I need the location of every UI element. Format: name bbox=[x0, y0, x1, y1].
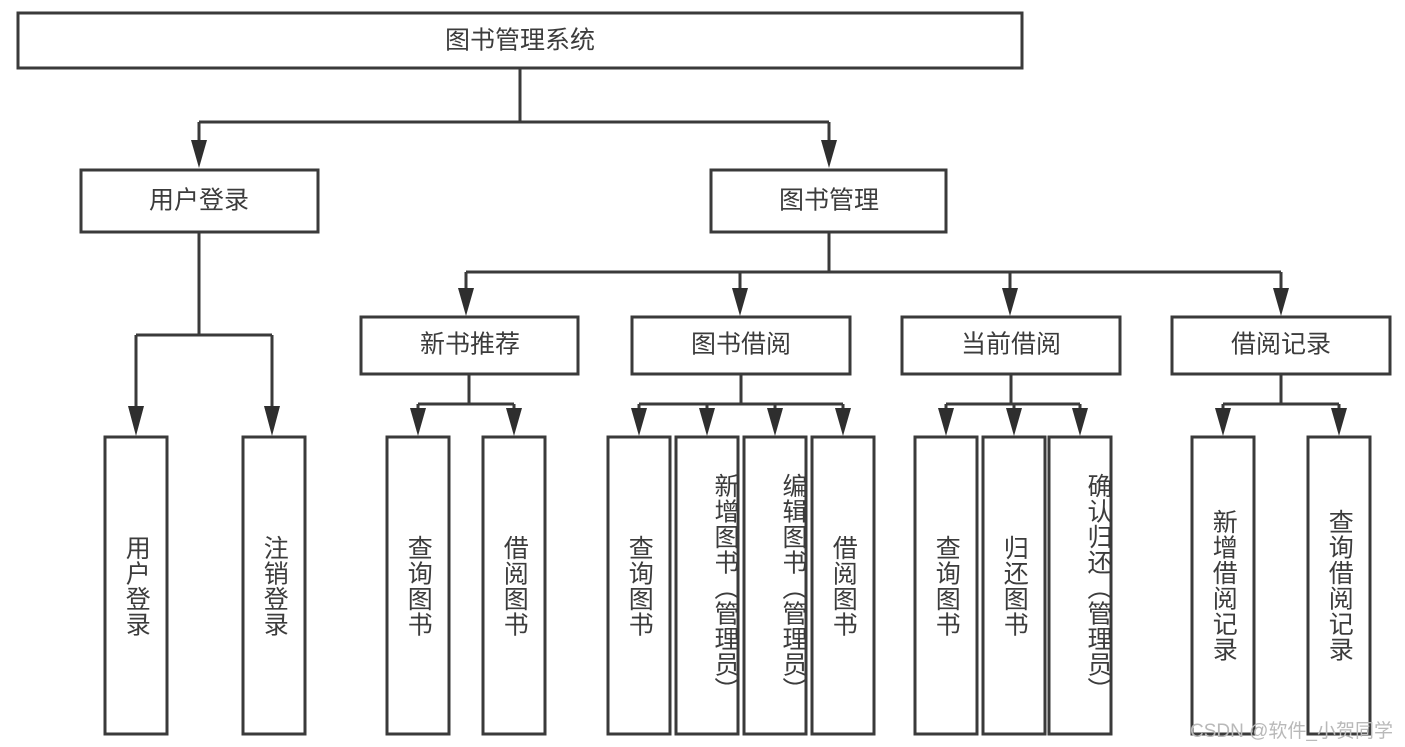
node-box-leaf-query-book-borrow[interactable] bbox=[606, 435, 672, 736]
arrow-head-leaf-user-login bbox=[128, 406, 144, 436]
connector-group-borrow-record bbox=[1215, 374, 1347, 436]
connector-group-current-borrow bbox=[938, 374, 1088, 436]
node-box-root[interactable] bbox=[16, 11, 1024, 70]
connector-group-new-book-recommend bbox=[410, 374, 522, 436]
arrow-head-borrow-record bbox=[1273, 288, 1289, 316]
node-box-borrow-record[interactable] bbox=[1170, 315, 1392, 376]
node-box-user-login[interactable] bbox=[79, 168, 320, 234]
connector-group-book-manage bbox=[458, 232, 1289, 316]
arrow-head-leaf-add-book-admin bbox=[699, 408, 715, 436]
arrow-head-leaf-user-logout bbox=[264, 406, 280, 436]
arrow-head-new-book-recommend bbox=[458, 288, 474, 316]
arrow-head-leaf-borrow-book bbox=[835, 408, 851, 436]
arrow-head-book-manage bbox=[821, 140, 837, 168]
node-box-leaf-query-book-rec[interactable] bbox=[385, 435, 451, 736]
node-label-root: 图书管理系统 bbox=[445, 27, 595, 55]
arrow-head-leaf-query-book-current bbox=[938, 408, 954, 436]
arrow-head-leaf-edit-book-admin bbox=[767, 408, 783, 436]
arrow-head-leaf-add-borrow-record bbox=[1215, 408, 1231, 436]
node-box-book-borrow[interactable] bbox=[630, 315, 852, 376]
node-box-book-manage[interactable] bbox=[709, 168, 948, 234]
node-box-leaf-user-login[interactable] bbox=[103, 435, 169, 736]
arrow-head-book-borrow bbox=[732, 288, 748, 316]
node-box-new-book-recommend[interactable] bbox=[359, 315, 580, 376]
node-box-current-borrow[interactable] bbox=[900, 315, 1122, 376]
node-label-book-borrow: 图书借阅 bbox=[691, 331, 791, 359]
node-box-leaf-query-book-current[interactable] bbox=[913, 435, 979, 736]
node-label-borrow-record: 借阅记录 bbox=[1231, 331, 1331, 359]
arrow-head-current-borrow bbox=[1002, 288, 1018, 316]
node-label-new-book-recommend: 新书推荐 bbox=[420, 331, 520, 359]
node-box-leaf-confirm-return-admin[interactable] bbox=[1047, 435, 1113, 736]
node-box-leaf-add-book-admin[interactable] bbox=[674, 435, 740, 736]
arrow-head-leaf-query-borrow-record bbox=[1331, 408, 1347, 436]
node-label-book-manage: 图书管理 bbox=[779, 187, 879, 215]
node-box-leaf-query-borrow-record[interactable] bbox=[1306, 435, 1372, 736]
node-box-leaf-return-book[interactable] bbox=[981, 435, 1047, 736]
connector-group-user-login bbox=[128, 232, 280, 436]
node-box-leaf-user-logout[interactable] bbox=[241, 435, 307, 736]
node-box-leaf-borrow-book-rec[interactable] bbox=[481, 435, 547, 736]
arrow-head-leaf-query-book-rec bbox=[410, 408, 426, 436]
node-label-user-login: 用户登录 bbox=[149, 187, 249, 215]
connector-group-root bbox=[191, 68, 837, 168]
arrow-head-leaf-return-book bbox=[1006, 408, 1022, 436]
arrow-head-user-login bbox=[191, 140, 207, 168]
node-box-leaf-edit-book-admin[interactable] bbox=[742, 435, 808, 736]
node-box-leaf-borrow-book[interactable] bbox=[810, 435, 876, 736]
arrow-head-leaf-borrow-book-rec bbox=[506, 408, 522, 436]
arrow-head-leaf-query-book-borrow bbox=[631, 408, 647, 436]
arrow-head-leaf-confirm-return-admin bbox=[1072, 408, 1088, 436]
node-box-leaf-add-borrow-record[interactable] bbox=[1190, 435, 1256, 736]
connector-group-book-borrow bbox=[631, 374, 851, 436]
node-label-current-borrow: 当前借阅 bbox=[961, 331, 1061, 359]
